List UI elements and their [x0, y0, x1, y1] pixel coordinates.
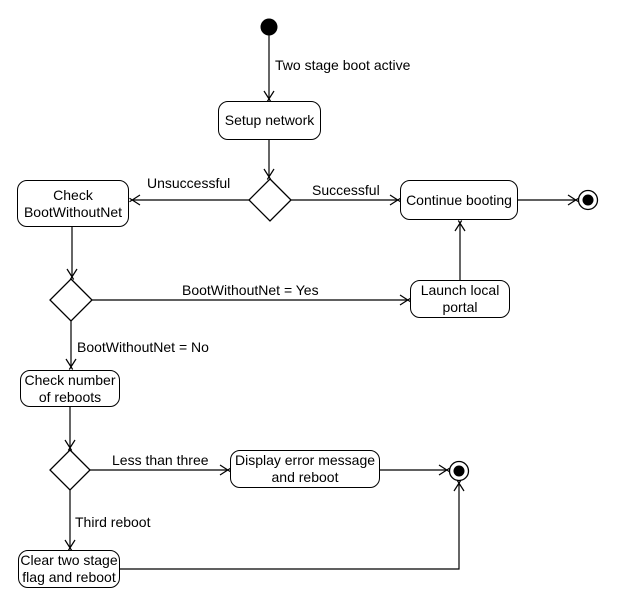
edge-unsuccessful — [129, 194, 249, 206]
arrowhead-down-icon — [66, 268, 78, 280]
activity-setup-network-label: Setup network — [224, 112, 315, 128]
activity-check-bootwithoutnet: Check BootWithoutNet — [17, 180, 129, 227]
decision-network-result — [248, 178, 292, 222]
activity-check-bootwithoutnet-label: Check BootWithoutNet — [23, 186, 123, 220]
edge-label-successful: Successful — [312, 182, 380, 198]
arrowhead-down-icon — [65, 358, 77, 370]
edge-label-unsuccessful: Unsuccessful — [147, 175, 231, 191]
edge-label-two-stage-boot-active: Two stage boot active — [275, 57, 411, 73]
activity-check-number-of-reboots: Check number of reboots — [20, 370, 120, 407]
edge-successful — [291, 194, 401, 206]
arrowhead-right-icon — [438, 464, 450, 476]
edge-clear-flag-to-final — [120, 480, 465, 570]
final-node-top — [577, 189, 599, 211]
edge-label-bootwithoutnet-no: BootWithoutNet = No — [77, 339, 209, 355]
arrowhead-right-icon — [399, 294, 411, 306]
activity-continue-booting-label: Continue booting — [406, 191, 512, 208]
edge-display-error-to-final — [380, 464, 450, 476]
final-node-bottom — [448, 460, 470, 482]
arrowhead-down-icon — [263, 168, 275, 180]
activity-display-error-and-reboot-label: Display error message and reboot — [234, 452, 376, 485]
edge-less-than-three — [90, 464, 231, 476]
activity-setup-network: Setup network — [218, 101, 321, 140]
edge-label-bootwithoutnet-yes: BootWithoutNet = Yes — [182, 282, 319, 298]
edge-label-third-reboot: Third reboot — [75, 514, 151, 530]
edge-initial-to-setup-network — [263, 35, 275, 102]
arrowhead-up-icon — [453, 480, 465, 492]
activity-clear-flag-and-reboot-label: Clear two stage flag and reboot — [20, 552, 118, 585]
arrowhead-down-icon — [263, 90, 275, 102]
initial-node — [260, 18, 278, 36]
arrowhead-left-icon — [129, 194, 141, 206]
activity-clear-flag-and-reboot: Clear two stage flag and reboot — [18, 550, 120, 588]
activity-launch-local-portal-label: Launch local portal — [420, 282, 500, 315]
decision-bootwithoutnet — [49, 278, 93, 322]
edge-bwn-yes — [92, 294, 411, 306]
arrowhead-right-icon — [389, 194, 401, 206]
edge-check-bwn-to-decision — [66, 227, 78, 280]
activity-check-number-of-reboots-label: Check number of reboots — [24, 371, 116, 405]
edge-continue-booting-to-final — [518, 194, 579, 206]
edge-bwn-no — [65, 321, 77, 370]
activity-continue-booting: Continue booting — [400, 180, 518, 220]
decision-reboot-count — [49, 449, 91, 491]
edge-launch-portal-to-continue-booting — [454, 220, 466, 280]
arrowhead-up-icon — [454, 220, 466, 232]
arrowhead-down-icon — [64, 539, 76, 551]
arrowhead-right-icon — [567, 194, 579, 206]
edge-third-reboot — [64, 490, 76, 551]
arrowhead-down-icon — [64, 439, 76, 451]
activity-display-error-and-reboot: Display error message and reboot — [230, 450, 380, 488]
edge-setup-network-to-decision — [263, 140, 275, 180]
edge-label-less-than-three: Less than three — [112, 452, 209, 468]
edge-check-reboots-to-decision — [64, 407, 76, 451]
activity-launch-local-portal: Launch local portal — [410, 280, 510, 318]
arrowhead-right-icon — [219, 464, 231, 476]
